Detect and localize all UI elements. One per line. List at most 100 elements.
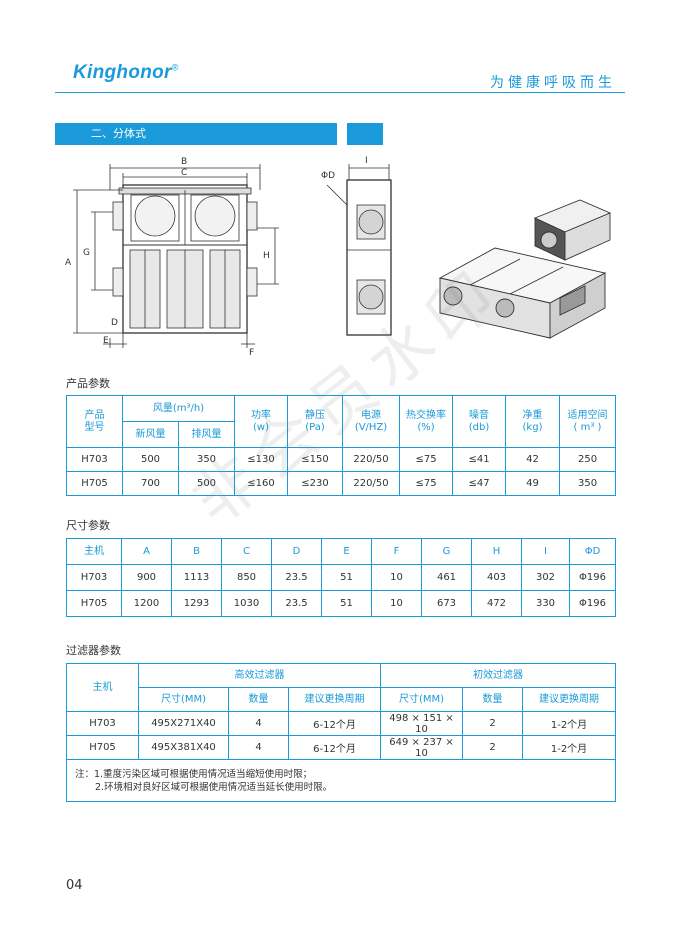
header-c: C (221, 538, 272, 565)
header-model: 产品 型号 (66, 395, 123, 448)
cell: H703 (66, 447, 123, 472)
cell: 2 (462, 711, 524, 736)
cell: 51 (321, 564, 372, 591)
header-exhaust-air: 排风量 (177, 421, 236, 448)
filter-params-table: 主机 高效过滤器 初效过滤器 尺寸(MM) 数量 建议更换周期 尺寸(MM) 数… (65, 663, 617, 802)
header-rule (55, 92, 625, 93)
cell: Φ196 (569, 590, 616, 617)
cell: ≤75 (399, 471, 454, 496)
dim-label-h: H (263, 251, 270, 261)
header-heat-exchange: 热交换率 (%) (399, 395, 454, 448)
header-static-pressure: 静压 (Pa) (287, 395, 344, 448)
cell: 500 (122, 447, 179, 472)
dim-label-e: E (103, 336, 109, 346)
cell: 10 (371, 564, 422, 591)
header-f: F (371, 538, 422, 565)
note-line-2: 2.环境相对良好区域可根据使用情况适当延长使用时限。 (95, 781, 333, 793)
header-quantity: 数量 (462, 687, 524, 712)
header-b: B (171, 538, 222, 565)
header-g: G (421, 538, 472, 565)
filter-notes: 注：1.重度污染区域可根据使用情况适当缩短使用时限； 2.环境相对良好区域可根据… (65, 759, 617, 802)
header-replacement-cycle: 建议更换周期 (287, 687, 382, 712)
header-power: 功率 (w) (234, 395, 289, 448)
header-airflow: 风量(m³/h) (121, 395, 236, 422)
header-primary-filter: 初效过滤器 (380, 663, 617, 688)
cell: 495X271X40 (138, 711, 229, 736)
header-noise: 噪音 (db) (452, 395, 507, 448)
cell: 649 × 237 × 10 (380, 735, 464, 760)
table-row: H703 900 1113 850 23.5 51 10 461 403 302… (66, 564, 616, 591)
cell: 51 (321, 590, 372, 617)
cell: 23.5 (271, 590, 322, 617)
cell: H705 (66, 590, 122, 617)
cell: H703 (66, 711, 139, 736)
cell: 1200 (121, 590, 172, 617)
dim-label-d: D (111, 318, 118, 328)
cell: 10 (371, 590, 422, 617)
header-high-efficiency-filter: 高效过滤器 (137, 663, 382, 688)
cell: 1113 (171, 564, 222, 591)
cell: 220/50 (342, 471, 401, 496)
technical-drawings: B C A G H D E F I ΦD (55, 150, 625, 360)
cell: 350 (177, 447, 236, 472)
cell: 6-12个月 (287, 711, 382, 736)
front-view-drawing: B C A G H D E F (65, 157, 279, 358)
logo-text: Kinghonor (73, 62, 172, 83)
registered-mark: ® (171, 62, 179, 73)
cell: ≤75 (399, 447, 454, 472)
cell: 498 × 151 × 10 (380, 711, 464, 736)
cell: Φ196 (569, 564, 616, 591)
cell: 4 (228, 711, 289, 736)
cell: 350 (559, 471, 617, 496)
header-replacement-cycle: 建议更换周期 (522, 687, 617, 712)
cell: 850 (221, 564, 272, 591)
cell: H703 (66, 564, 122, 591)
cell: 1-2个月 (522, 735, 617, 760)
table-row: H703 500 350 ≤130 ≤150 220/50 ≤75 ≤41 42… (66, 447, 617, 472)
dim-label-b: B (181, 157, 187, 167)
product-params-table: 产品 型号 风量(m³/h) 功率 (w) 静压 (Pa) 电源 (V/HZ) … (66, 395, 617, 496)
dim-label-f: F (249, 348, 254, 358)
brand-logo: Kinghonor® (73, 62, 179, 84)
side-view-drawing: I ΦD (321, 156, 392, 336)
header-size: 尺寸(MM) (380, 687, 464, 712)
filter-params-caption: 过滤器参数 (66, 644, 121, 657)
cell: 23.5 (271, 564, 322, 591)
header-host: 主机 (66, 663, 139, 712)
slogan: 为健康呼吸而生 (490, 75, 616, 91)
cell: 302 (521, 564, 570, 591)
cell: 250 (559, 447, 617, 472)
header-host: 主机 (66, 538, 122, 565)
section-title: 二、分体式 (55, 123, 337, 145)
header-phid: ΦD (569, 538, 616, 565)
header-size: 尺寸(MM) (138, 687, 229, 712)
cell: 1293 (171, 590, 222, 617)
dim-label-g: G (83, 248, 90, 258)
dimension-params-table: 主机 A B C D E F G H I ΦD H703 900 1113 85… (66, 538, 616, 617)
cell: 2 (462, 735, 524, 760)
note-line-1: 注：1.重度污染区域可根据使用情况适当缩短使用时限； (75, 768, 313, 780)
cell: ≤160 (234, 471, 289, 496)
page-number: 04 (66, 878, 83, 893)
section-title-block (347, 123, 383, 145)
cell: 403 (471, 564, 522, 591)
header-h: H (471, 538, 522, 565)
table-row: H705 495X381X40 4 6-12个月 649 × 237 × 10 … (66, 735, 617, 760)
dim-label-c: C (181, 168, 187, 178)
cell: 42 (505, 447, 561, 472)
dim-label-a: A (65, 258, 72, 268)
cell: ≤230 (287, 471, 344, 496)
dimension-params-caption: 尺寸参数 (66, 519, 110, 532)
cell: 472 (471, 590, 522, 617)
cell: 500 (177, 471, 236, 496)
cell: 495X381X40 (138, 735, 229, 760)
cell: 220/50 (342, 447, 401, 472)
table-row: H705 1200 1293 1030 23.5 51 10 673 472 3… (66, 590, 616, 617)
cell: 4 (228, 735, 289, 760)
cell: ≤150 (287, 447, 344, 472)
cell: H705 (66, 471, 123, 496)
cell: 1030 (221, 590, 272, 617)
header-a: A (121, 538, 172, 565)
header-quantity: 数量 (228, 687, 289, 712)
cell: 1-2个月 (522, 711, 617, 736)
